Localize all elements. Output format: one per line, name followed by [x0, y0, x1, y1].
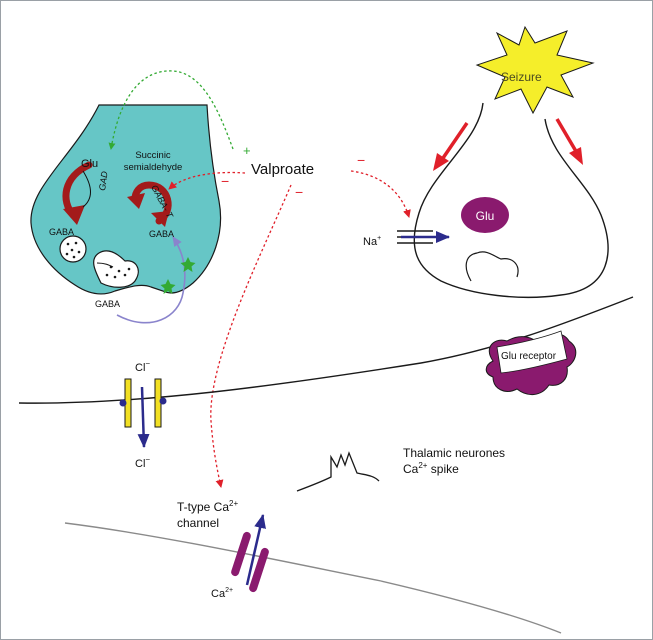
seizure-arrowhead-left — [433, 153, 449, 171]
valproate-inhibits-t-type-channel — [210, 184, 292, 488]
vesicle-dots — [65, 241, 81, 259]
calcium-inhibition-minus: − — [295, 184, 303, 200]
gaba-reuptake-arrow — [116, 236, 186, 324]
sodium-ion-label: Na+ — [363, 235, 381, 248]
succinic-label-line2: semialdehyde — [124, 162, 183, 173]
cl-channel-anchor-right — [159, 397, 167, 405]
cl-channel-right — [154, 378, 162, 428]
glu-receptor-pocket — [496, 330, 568, 374]
gaba-t-conversion-arrow — [131, 181, 172, 225]
glu-vesicle-label: Glu — [476, 209, 495, 223]
chloride-top-label: Cl− — [135, 359, 150, 374]
valproate-plus-sign: + — [243, 143, 251, 158]
valproate-label: Valproate — [251, 161, 314, 178]
gad-arrowhead — [63, 205, 85, 225]
chloride-influx-arrow — [137, 386, 150, 448]
gaba-t-inhibition-minus: − — [221, 173, 229, 189]
thalamic-label-line2: Ca2+ spike — [403, 461, 459, 476]
seizure-label: Seizure — [501, 70, 542, 84]
thalamic-membrane — [64, 522, 562, 634]
calcium-spike-trace — [296, 451, 380, 492]
excitatory-release-pocket — [465, 251, 519, 282]
glu-presynaptic-label: Glu — [81, 158, 98, 170]
exocytosis-pocket — [93, 250, 139, 288]
glu-vesicle — [461, 197, 509, 233]
activation-star-upper — [180, 257, 196, 272]
valproate-to-gad-activation — [108, 70, 234, 150]
valproate-inhibits-na-channel — [350, 170, 411, 218]
gaba-cleft-label: GABA — [95, 299, 120, 309]
release-arrow — [96, 262, 114, 268]
calcium-influx-arrow — [245, 514, 266, 586]
t-type-label-line2: channel — [177, 516, 219, 530]
seizure-burst — [475, 25, 595, 115]
seizure-arrowhead-right — [569, 147, 583, 165]
activation-star-lower — [160, 279, 176, 294]
succinic-label-line1: Succinic — [135, 150, 171, 161]
chloride-bottom-label: Cl− — [135, 455, 150, 470]
gad-return-arc — [82, 170, 91, 208]
excitatory-neuron-membrane — [413, 102, 609, 299]
t-type-label-line1: T-type Ca2+ — [177, 499, 238, 514]
glu-receptor-label: Glu receptor — [501, 351, 557, 362]
cl-channel-anchor-left — [119, 399, 127, 407]
thalamic-label-line1: Thalamic neurones — [403, 446, 505, 460]
t-type-channel — [231, 531, 269, 593]
gaba-vesicle — [59, 235, 87, 263]
sodium-inhibition-minus: − — [357, 152, 365, 168]
seizure-arrow-right — [555, 118, 579, 154]
seizure-arrow-left — [439, 122, 469, 162]
gad-label: GAD — [97, 170, 110, 191]
released-gaba-dots — [105, 265, 131, 279]
gaba-right-label: GABA — [149, 229, 174, 239]
gaba-t-arrowhead-2 — [151, 211, 169, 227]
gaba-t-arrowhead — [127, 193, 145, 209]
gaba-vesicle-label: GABA — [49, 227, 74, 237]
calcium-ion-label: Ca2+ — [211, 587, 233, 600]
